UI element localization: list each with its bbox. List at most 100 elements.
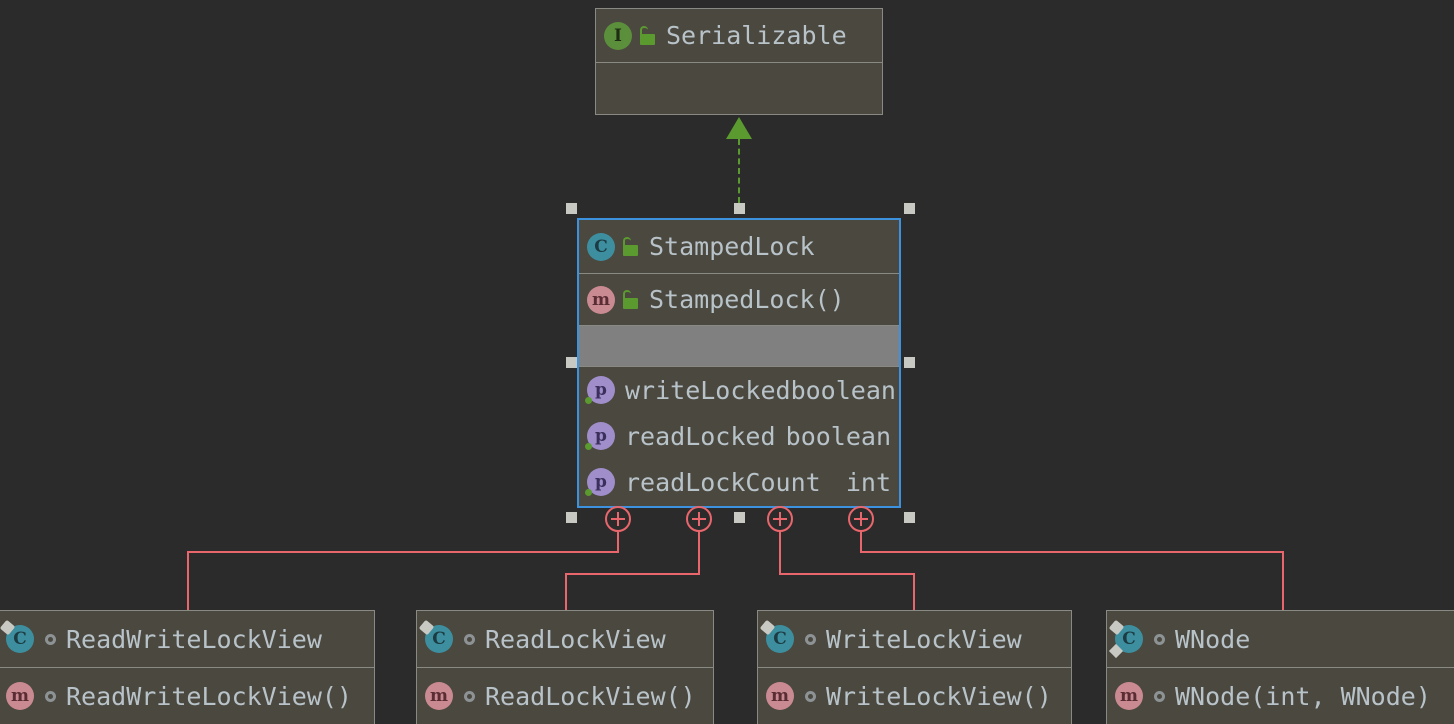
property-type: boolean [785,421,891,451]
realization-dashed-line [738,139,740,203]
connector-segment [187,551,619,553]
member-row[interactable]: m WNode(int, WNode) [1107,668,1454,724]
member-label: WriteLockView() [826,681,1052,711]
property-label-wrapper: readLockCount int [625,468,891,497]
node-readwritelockview-title-row[interactable]: C ReadWriteLockView [0,611,374,667]
node-readwritelockview-members: m ReadWriteLockView() [0,668,374,724]
node-stampedlock-properties: p writeLocked boolean p readLocked boole… [579,367,899,505]
property-icon: p [585,376,615,404]
property-icon: p [585,468,615,496]
selection-handle-bottom-right[interactable] [904,512,915,523]
selection-handle-top-left[interactable] [566,203,577,214]
connector-segment [565,573,700,575]
expand-inner-class-button[interactable] [767,506,793,532]
node-wnode-title-row[interactable]: C WNode [1107,611,1454,667]
selection-handle-middle-right[interactable] [904,357,915,368]
node-stampedlock-title: StampedLock [649,232,815,261]
connector-segment [913,573,915,611]
node-wnode-header: C WNode [1107,611,1454,668]
node-serializable-members [596,63,882,116]
selection-handle-middle-left[interactable] [566,357,577,368]
selection-handle-bottom-center[interactable] [734,512,745,523]
node-readwritelockview-header: C ReadWriteLockView [0,611,374,668]
property-type: boolean [790,375,896,405]
node-stampedlock-constructors: m StampedLock() [579,274,899,326]
member-row[interactable]: m ReadLockView() [417,668,713,724]
node-serializable[interactable]: I Serializable [595,8,883,115]
connector-segment [1282,551,1284,611]
unlocked-public-icon [639,26,656,45]
node-readlockview-header: C ReadLockView [417,611,713,668]
inner-final-class-icon: C [1115,625,1143,653]
method-icon: m [766,682,794,710]
selection-handle-top-right[interactable] [904,203,915,214]
inner-class-icon: C [6,625,34,653]
node-readlockview-members: m ReadLockView() [417,668,713,724]
package-private-icon [464,633,475,645]
connector-segment [779,531,781,575]
member-row-constructor[interactable]: m StampedLock() [579,274,899,325]
node-serializable-title: Serializable [666,21,847,50]
node-writelockview-header: C WriteLockView [758,611,1071,668]
node-readlockview[interactable]: C ReadLockView m ReadLockView() [416,610,714,724]
node-wnode-title: WNode [1175,624,1251,654]
node-wnode[interactable]: C WNode m WNode(int, WNode) [1106,610,1454,724]
property-label-wrapper: writeLocked boolean [625,376,896,405]
connector-segment [698,531,700,575]
node-serializable-header: I Serializable [596,9,882,63]
member-label-constructor: StampedLock() [649,285,845,314]
node-writelockview-members: m WriteLockView() [758,668,1071,724]
node-wnode-members: m WNode(int, WNode) [1107,668,1454,724]
method-icon: m [6,682,34,710]
selection-handle-top-center[interactable] [734,203,745,214]
inner-class-icon: C [766,625,794,653]
member-row[interactable]: m WriteLockView() [758,668,1071,724]
package-private-icon [45,690,56,702]
member-label: ReadLockView() [485,681,696,711]
node-readlockview-title-row[interactable]: C ReadLockView [417,611,713,667]
package-private-icon [1154,633,1165,645]
expand-inner-class-button[interactable] [605,506,631,532]
selection-handle-bottom-left[interactable] [566,512,577,523]
property-icon: p [585,422,615,450]
package-private-icon [1154,690,1165,702]
package-private-icon [464,690,475,702]
node-writelockview[interactable]: C WriteLockView m WriteLockView() [757,610,1072,724]
method-icon: m [587,285,615,314]
package-private-icon [805,633,816,645]
node-readwritelockview[interactable]: C ReadWriteLockView m ReadWriteLockView(… [0,610,375,724]
property-name: writeLocked [625,375,791,405]
member-label: ReadWriteLockView() [66,681,352,711]
node-writelockview-title: WriteLockView [826,624,1022,654]
unlocked-public-icon [622,237,639,256]
member-row[interactable]: m ReadWriteLockView() [0,668,374,724]
node-serializable-empty-row [596,63,882,109]
expand-inner-class-button[interactable] [848,506,874,532]
package-private-icon [45,633,56,645]
node-serializable-title-row[interactable]: I Serializable [596,9,882,62]
expand-inner-class-button[interactable] [686,506,712,532]
property-row[interactable]: p writeLocked boolean [579,367,899,413]
property-row[interactable]: p readLockCount int [579,459,899,505]
interface-icon: I [604,21,632,50]
realization-arrowhead [726,117,752,139]
node-stampedlock-title-row[interactable]: C StampedLock [579,220,899,273]
package-private-icon [805,690,816,702]
property-label-wrapper: readLocked boolean [625,422,891,451]
node-stampedlock-empty-section[interactable] [579,326,899,367]
method-icon: m [425,682,453,710]
property-name: readLockCount [625,467,821,497]
unlocked-public-icon [622,290,639,309]
node-readwritelockview-title: ReadWriteLockView [66,624,322,654]
inner-class-icon: C [425,625,453,653]
node-readlockview-title: ReadLockView [485,624,666,654]
property-row[interactable]: p readLocked boolean [579,413,899,459]
connector-segment [779,573,915,575]
member-label: WNode(int, WNode) [1175,681,1431,711]
connector-segment [860,551,1284,553]
node-stampedlock-empty-row [579,326,899,366]
node-writelockview-title-row[interactable]: C WriteLockView [758,611,1071,667]
node-stampedlock[interactable]: C StampedLock m StampedLock() p [577,218,901,508]
connector-segment [187,551,189,611]
